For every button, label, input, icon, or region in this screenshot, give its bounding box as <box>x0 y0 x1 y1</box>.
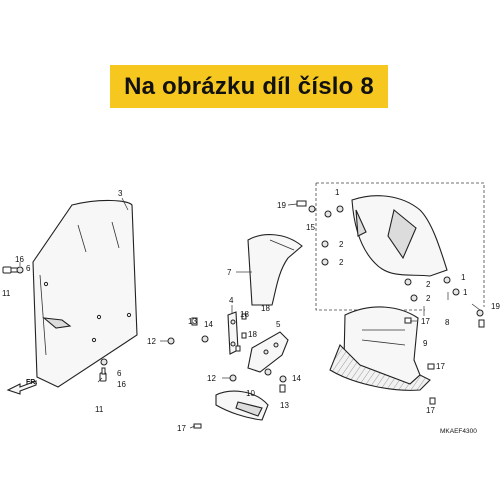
callout-2: 2 <box>426 280 431 289</box>
callout-7: 7 <box>227 268 232 277</box>
callout-11: 11 <box>95 405 104 414</box>
callout-6: 6 <box>26 264 31 273</box>
callout-labels: 3 16 6 11 6 16 11 7 4 12 13 14 18 18 18 … <box>2 188 500 435</box>
callout-3: 3 <box>118 189 123 198</box>
callout-1: 1 <box>335 188 340 197</box>
front-direction-label: FR. <box>26 379 37 386</box>
callout-16: 16 <box>117 380 126 389</box>
callout-18: 18 <box>248 330 257 339</box>
callout-13: 13 <box>188 317 197 326</box>
callout-14: 14 <box>292 374 301 383</box>
callout-2: 2 <box>339 240 344 249</box>
screw-11-upper <box>2 266 24 274</box>
callout-4: 4 <box>229 296 234 305</box>
callout-19: 19 <box>491 302 500 311</box>
callout-14: 14 <box>204 320 213 329</box>
screw-11-lower <box>99 358 108 382</box>
lower-cover <box>215 390 269 421</box>
meter-panel <box>329 306 431 391</box>
callout-17: 17 <box>436 362 445 371</box>
callout-11: 11 <box>2 289 11 298</box>
meter-visor-boundary <box>315 182 485 311</box>
callout-13: 13 <box>280 401 289 410</box>
callout-6: 6 <box>117 369 122 378</box>
callout-9: 9 <box>423 339 428 348</box>
callout-2: 2 <box>426 294 431 303</box>
meter-visor <box>351 195 448 277</box>
callout-19: 19 <box>277 201 286 210</box>
part-number-banner: Na obrázku díl číslo 8 <box>110 65 388 108</box>
callout-8: 8 <box>445 318 450 327</box>
leader-lines <box>19 197 481 429</box>
callout-1: 1 <box>463 288 468 297</box>
front-direction-arrow: FR. <box>6 379 37 395</box>
callout-18: 18 <box>261 304 270 313</box>
callout-10: 10 <box>246 389 255 398</box>
callout-15: 15 <box>306 223 315 232</box>
callout-5: 5 <box>276 320 281 329</box>
callout-16: 16 <box>15 255 24 264</box>
diagram-code: MKAEF4300 <box>440 428 477 435</box>
inner-shield <box>247 234 303 306</box>
callout-18: 18 <box>240 310 249 319</box>
callout-17: 17 <box>421 317 430 326</box>
callout-17: 17 <box>426 406 435 415</box>
callout-1: 1 <box>461 273 466 282</box>
stay-bracket-5 <box>247 331 289 373</box>
callout-12: 12 <box>147 337 156 346</box>
callout-12: 12 <box>207 374 216 383</box>
callout-17: 17 <box>177 424 186 433</box>
windscreen <box>32 199 138 388</box>
fastener-group <box>167 200 485 429</box>
callout-2: 2 <box>339 258 344 267</box>
